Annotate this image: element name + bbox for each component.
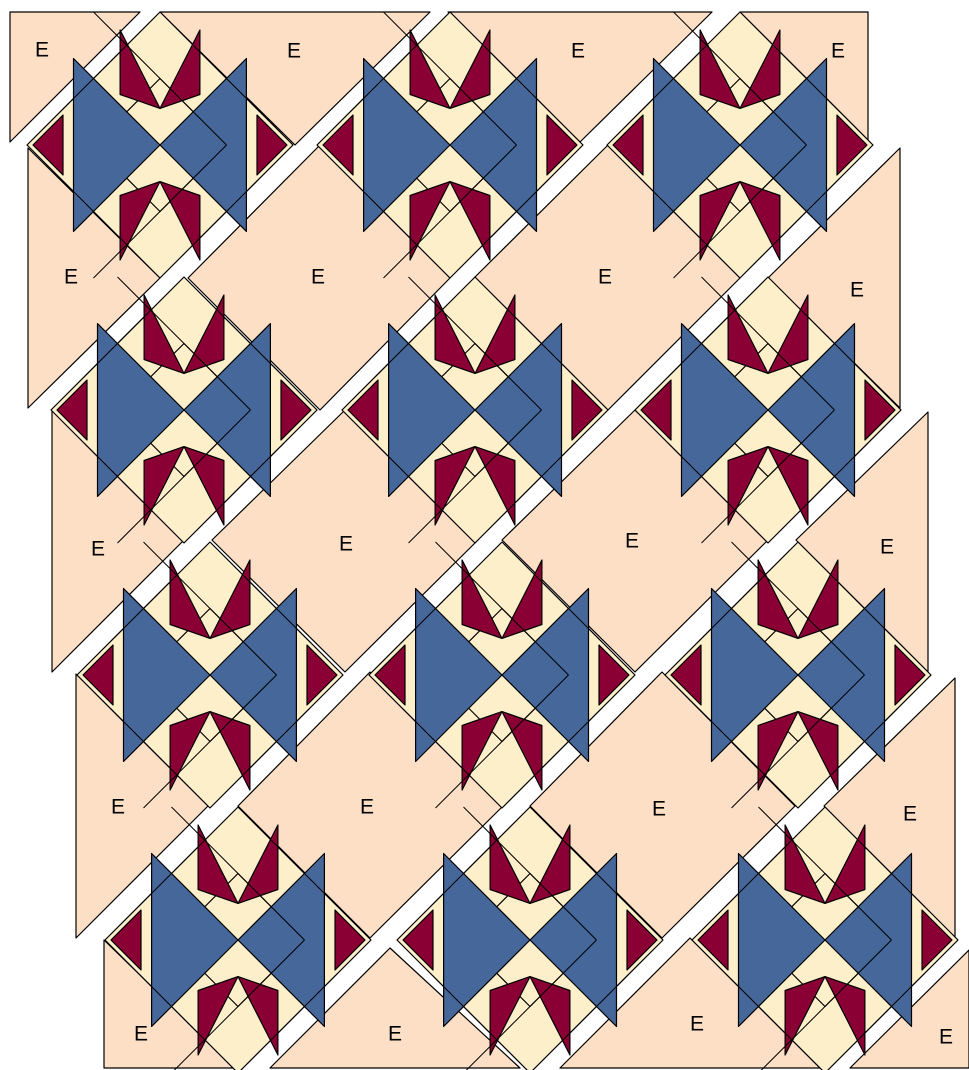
background-piece-label: E [287,40,301,63]
background-piece-label: E [35,39,49,62]
background-piece-label: E [134,1023,148,1046]
background-piece-label: E [360,796,374,819]
background-piece-label: E [571,40,585,63]
background-piece-label: E [91,538,105,561]
background-piece-label: E [850,279,864,302]
background-piece-label: E [903,803,917,826]
background-piece-label: E [311,266,325,289]
background-piece-label: E [598,266,612,289]
background-piece-label: E [625,530,639,553]
background-piece-label: E [880,536,894,559]
background-piece-label: E [652,798,666,821]
background-piece-label: E [388,1023,402,1046]
background-piece-label: E [690,1013,704,1036]
background-piece-label: E [64,266,78,289]
background-piece-label: E [339,533,353,556]
background-piece-label: E [831,40,845,63]
background-piece-label: E [111,796,125,819]
background-piece-label: E [939,1026,953,1049]
